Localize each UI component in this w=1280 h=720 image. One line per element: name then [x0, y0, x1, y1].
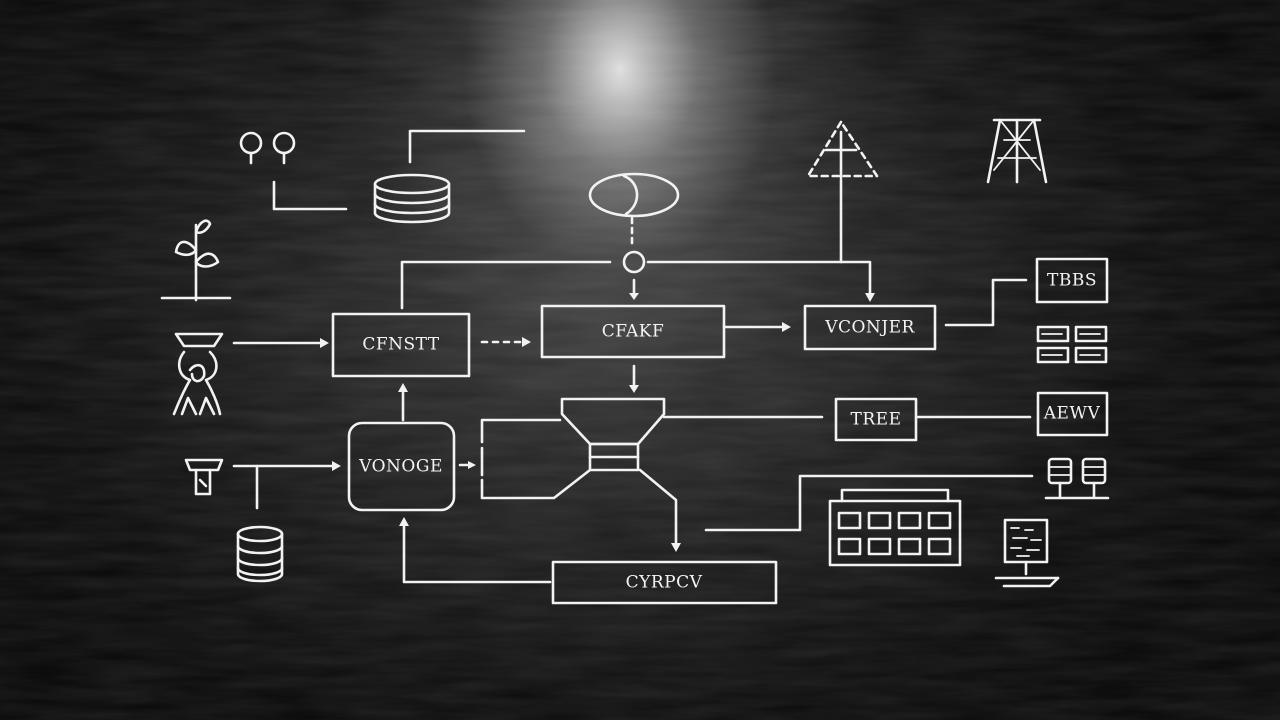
node-cyrpcv-label: CYRPCV — [626, 573, 703, 593]
sink-icon — [184, 458, 224, 496]
connector-top-bracket — [408, 129, 526, 164]
connector-bracket-bottom — [480, 468, 592, 500]
arrow-head — [629, 293, 639, 300]
node-cfakf-label: CFAKF — [602, 322, 665, 342]
arrow-head — [522, 337, 531, 347]
connectors — [232, 129, 1034, 584]
arrow-head — [399, 517, 409, 526]
triangle-antenna-icon — [806, 120, 879, 180]
connector-funnel-cyrpcv — [638, 468, 678, 548]
junction-node — [622, 250, 646, 274]
connector-vconjer-tbbs — [944, 278, 1028, 327]
arrow-head — [629, 385, 639, 393]
node-vconjer-label: VCONJER — [824, 318, 915, 338]
connector-servers — [704, 474, 1034, 532]
grid-panel-icon — [1036, 325, 1108, 364]
connector-bus-right — [646, 260, 872, 298]
node-tree[interactable]: TREE — [834, 397, 918, 442]
node-aewv[interactable]: AEWV — [1036, 391, 1109, 437]
arrow-head — [320, 338, 329, 348]
arrow-head — [398, 383, 408, 392]
building-grid-icon — [828, 488, 962, 567]
server-rack-icon — [1044, 457, 1110, 500]
arrow-head — [332, 461, 341, 471]
database-icon — [236, 525, 284, 583]
node-vconjer[interactable]: VCONJER — [803, 304, 937, 351]
arrow-head — [782, 322, 791, 332]
node-cfnstt[interactable]: CFNSTT — [331, 312, 471, 378]
tower-icon — [986, 118, 1048, 184]
node-vonoge[interactable]: VONOGE — [347, 421, 456, 512]
node-aewv-label: AEWV — [1043, 404, 1101, 424]
node-tbbs-label: TBBS — [1047, 271, 1097, 291]
database-icon — [373, 173, 451, 224]
arrow-head — [468, 461, 476, 469]
connector-bus-left — [400, 260, 612, 310]
plant-icon — [160, 219, 232, 302]
node-vonoge-label: VONOGE — [358, 457, 443, 477]
person-icon — [172, 332, 224, 416]
pin-pair-icon — [239, 131, 296, 165]
computer-terminal-icon — [994, 518, 1060, 588]
node-cfakf[interactable]: CFAKF — [540, 304, 726, 359]
connector-bracket-top — [480, 418, 562, 444]
arrow-head — [865, 293, 875, 302]
eye-icon — [588, 172, 680, 218]
funnel-icon — [560, 397, 666, 472]
connector-pins-db — [272, 180, 348, 211]
node-cfnstt-label: CFNSTT — [362, 335, 439, 355]
connector-cyrpcv-vonoge — [402, 522, 552, 584]
arrow-head — [671, 543, 681, 552]
node-tbbs[interactable]: TBBS — [1035, 257, 1109, 304]
node-cyrpcv[interactable]: CYRPCV — [551, 560, 778, 605]
node-tree-label: TREE — [851, 410, 902, 430]
